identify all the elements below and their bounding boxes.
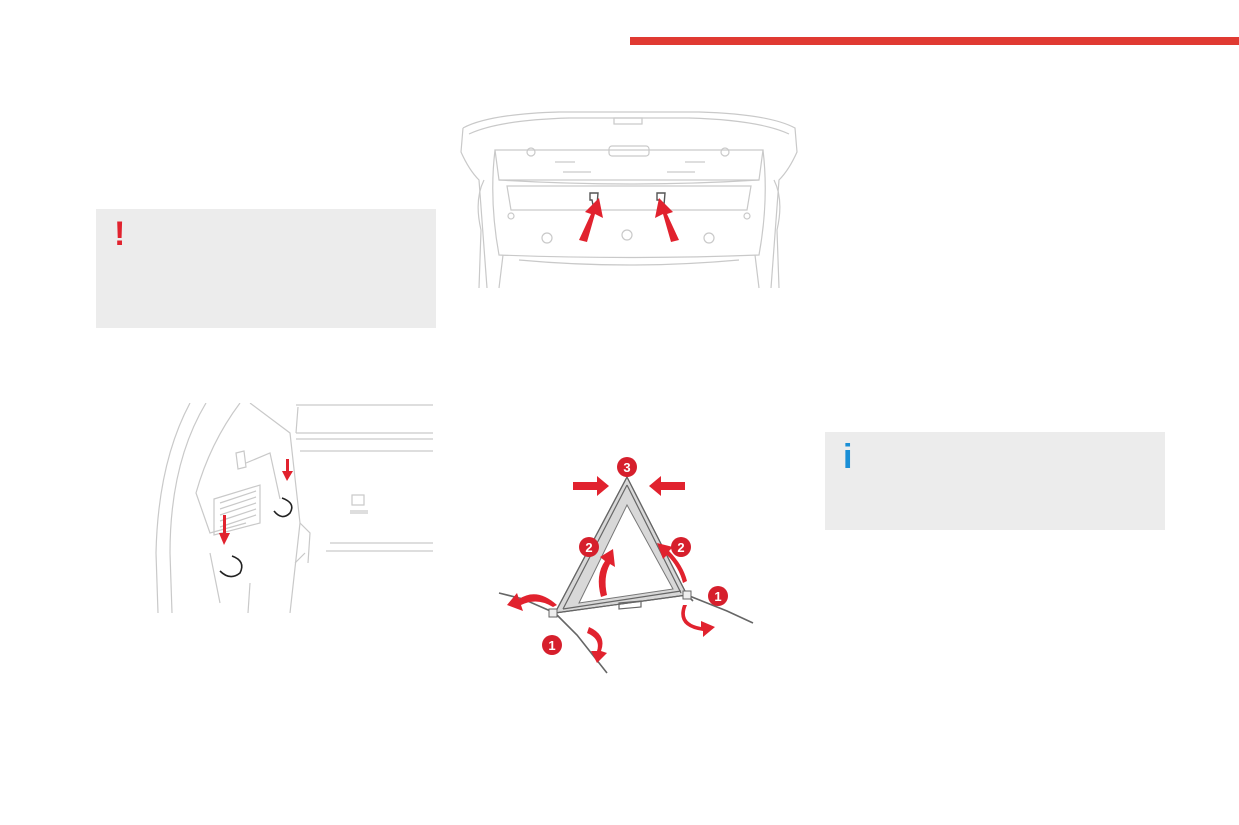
hook-icon xyxy=(219,555,243,578)
step-1-callout-right: 1 xyxy=(708,586,728,606)
callout-number: 2 xyxy=(585,540,592,555)
warning-icon: ! xyxy=(114,215,126,253)
info-icon: i xyxy=(843,438,853,476)
header-accent-bar xyxy=(630,37,1239,45)
warning-triangle-illustration: 3 2 2 1 1 xyxy=(498,457,754,674)
trunk-lid-illustration xyxy=(460,111,798,289)
arrow-icon xyxy=(579,198,679,242)
arrow-icon xyxy=(219,459,293,545)
callout-number: 2 xyxy=(677,540,684,555)
info-note-box: i xyxy=(825,432,1165,530)
step-2-callout-left: 2 xyxy=(579,537,599,557)
callout-number: 1 xyxy=(714,589,721,604)
trunk-side-illustration xyxy=(155,403,433,613)
callout-number: 1 xyxy=(548,638,555,653)
step-3-callout: 3 xyxy=(617,457,637,477)
arrow-icon xyxy=(507,476,715,663)
callout-number: 3 xyxy=(623,460,630,475)
step-2-callout-right: 2 xyxy=(671,537,691,557)
step-1-callout-left: 1 xyxy=(542,635,562,655)
warning-note-box: ! xyxy=(96,209,436,328)
hook-icon xyxy=(273,497,293,518)
